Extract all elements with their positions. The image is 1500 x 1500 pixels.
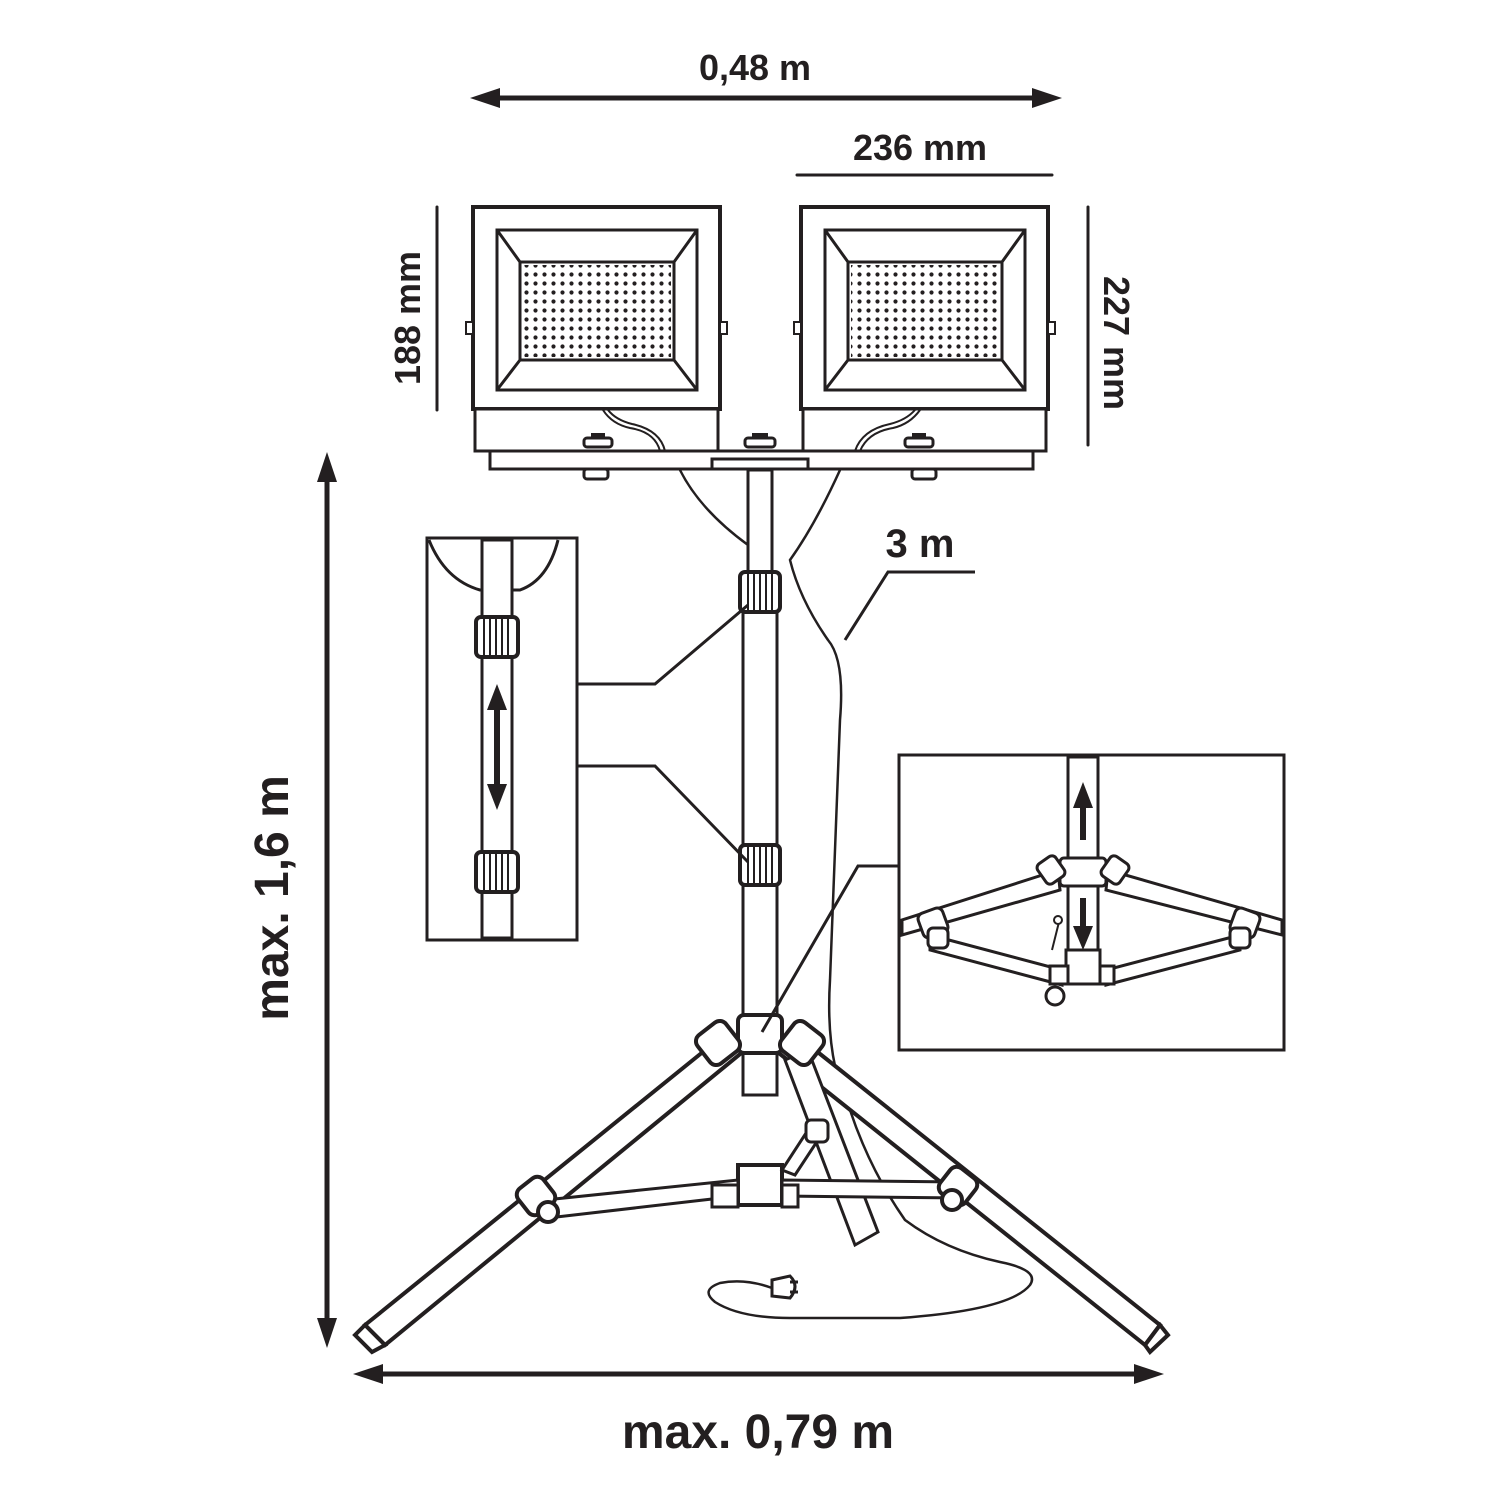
- lamp-height-right-label: 227 mm: [1096, 276, 1137, 410]
- detail-base-lock: [760, 753, 1286, 1052]
- dimension-lamp-height-left: 188 mm: [387, 205, 439, 412]
- arrow-up-icon: [1073, 782, 1093, 840]
- dimension-total-width: 0,48 m: [470, 47, 1062, 108]
- max-base-width-label: max. 0,79 m: [622, 1406, 894, 1459]
- plug-icon: [770, 1274, 798, 1300]
- dimension-max-height: max. 1,6 m: [246, 452, 337, 1348]
- dimension-max-base-width: max. 0,79 m: [353, 1364, 1164, 1459]
- dimension-lamp-height-right: 227 mm: [1086, 205, 1137, 447]
- knob-icon: [582, 436, 614, 449]
- total-width-label: 0,48 m: [699, 47, 811, 88]
- lamp-height-left-label: 188 mm: [387, 251, 428, 385]
- floodlight-left: [465, 205, 728, 453]
- pole-clamp-upper: [738, 570, 782, 614]
- dimension-lamp-width: 236 mm: [795, 127, 1054, 177]
- arrow-down-icon: [1073, 898, 1093, 950]
- led-array-icon: [851, 265, 999, 357]
- detail-pole-adjust: [425, 536, 750, 942]
- tripod-base: [352, 1013, 1171, 1356]
- cable-length-label: 3 m: [886, 522, 955, 566]
- pole-clamp-lower: [738, 843, 782, 887]
- lamp-width-label: 236 mm: [853, 127, 987, 168]
- floodlight-right: [793, 205, 1056, 453]
- double-arrow-vertical-icon: [487, 684, 507, 810]
- telescopic-pole: [738, 468, 782, 1097]
- led-array-icon: [523, 265, 671, 357]
- knob-icon: [903, 436, 935, 449]
- max-height-label: max. 1,6 m: [246, 775, 299, 1020]
